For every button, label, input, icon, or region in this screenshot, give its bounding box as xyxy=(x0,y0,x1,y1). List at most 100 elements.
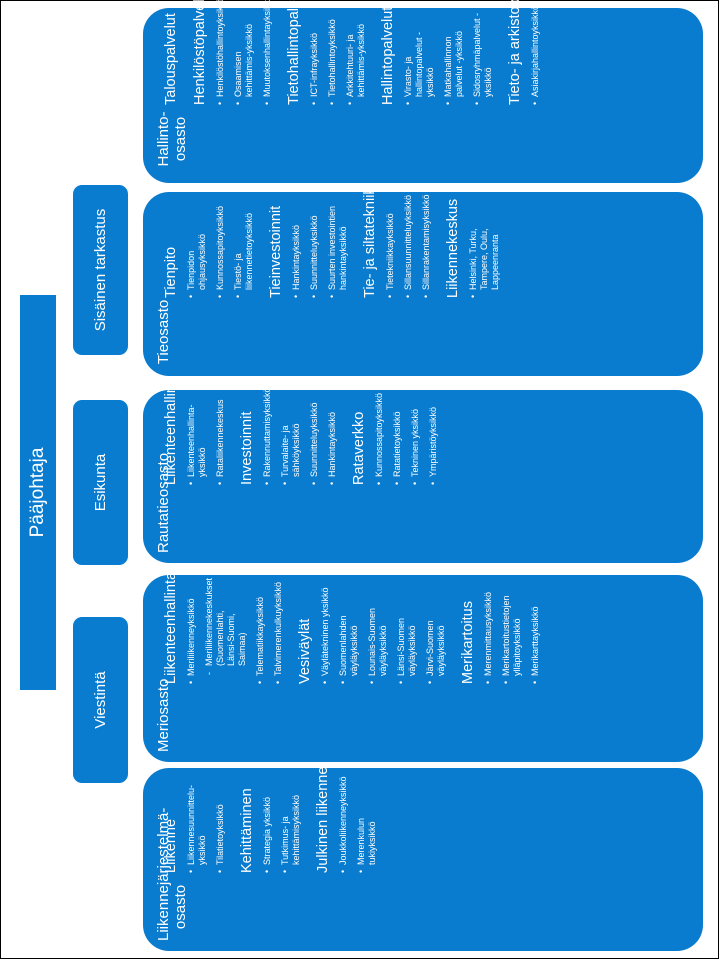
dept-title-column: Tieosasto xyxy=(151,298,703,366)
dept-title: Tieosasto xyxy=(155,299,172,365)
dept-sections: Liikenteenhallinta Meriliikenneyksikkö Mer… xyxy=(151,571,691,684)
list-item: Osaamisen kehittämis-yksikkö xyxy=(233,7,255,105)
list-item: Strategia yksikkö xyxy=(262,775,273,873)
list-item: ICT-infrayksikkö xyxy=(309,7,320,105)
list-item: Järvi-Suomen väyläyksikkö xyxy=(425,586,447,684)
dept-title: Meriosasto xyxy=(155,678,172,752)
list-item: Väylätekninen yksikkö xyxy=(320,586,331,684)
list-item: Kunnossapitoyksikkö xyxy=(215,200,226,298)
list-item: Tekninen yksikkö xyxy=(410,387,421,485)
list-item: Helsinki, Turku, Tampere, Oulu, Lappeenr… xyxy=(468,200,501,298)
list-item: Tiestö- ja liikennetietoyksikkö xyxy=(233,200,255,298)
section-1: Henkilöstöpalvelut Henkilöstöhallintoyksi… xyxy=(192,0,280,105)
director-box: Pääjohtaja xyxy=(20,295,56,690)
list-item: Merenmittausyksikkö xyxy=(483,586,494,684)
list-item: Länsi-Suomen väyläyksikkö xyxy=(396,586,418,684)
list-item: Virasto- ja hallintopalvelut -yksikkö xyxy=(403,7,436,105)
dept-title: Liikennejärjestelmä-osasto xyxy=(155,807,189,941)
list-item: Merenkulun tukiyksikkö xyxy=(356,775,378,873)
dept-title: Hallinto-osasto xyxy=(155,111,189,167)
section-heading: Kehittäminen xyxy=(239,788,255,873)
section-4: Tieto- ja arkistopalvelut Asiakirjahallin… xyxy=(507,0,548,105)
list-item: Tilatietoyksikkö xyxy=(215,775,226,873)
dept-liikennejarjestelma: Liikennejärjestelmä-osastoLiikenneLiiken… xyxy=(143,766,703,951)
section-heading: Rataverkko xyxy=(351,411,367,485)
section-2: Tie- ja siltatekniikkaTietekniikkayksikk… xyxy=(362,172,439,298)
dept-hallinto-osasto: Hallinto-osasto Talouspalvelut Henkilöstöp… xyxy=(143,0,703,183)
list-item: Lounais-Suomen väyläyksikkö xyxy=(367,586,389,684)
section-0: Talouspalvelut xyxy=(163,7,186,105)
section-2: Julkinen liikenneJoukkoliikenneyksikköMe… xyxy=(315,766,385,873)
section-heading: Tietohallintopalvelut xyxy=(286,0,302,105)
section-heading: Merikartoitus xyxy=(460,601,476,684)
dept-title-column: Meriosasto xyxy=(151,678,703,752)
list-item: Sidosryhmäpalvelut -yksikkö xyxy=(472,7,494,105)
section-heading: Hallintopalvelut xyxy=(380,6,396,105)
list-item: Tutkimus- ja kehittämisyksikkö xyxy=(280,775,302,873)
section-2: Rataverkko Kunnossapitoyksikkö Ratatietoyk… xyxy=(351,387,446,485)
list-item: Tietohallintoyksikkö xyxy=(327,7,338,105)
dept-content: Liikennejärjestelmä-osastoLiikenneLiiken… xyxy=(143,766,703,951)
section-heading: Liikennekeskus xyxy=(445,198,461,298)
list-item: Liikennesuunnittelu-yksikkö xyxy=(186,775,208,873)
section-heading: Tieinvestoinnit xyxy=(268,205,284,298)
dept-content: Hallinto-osasto Talouspalvelut Henkilöstöp… xyxy=(143,0,703,183)
section-1: Kehittäminen Strategia yksikkö Tutkimus- j… xyxy=(239,775,309,873)
dept-title: Rautatieosasto xyxy=(155,452,172,553)
dept-content: RautatieosastoLiikenteenhallintaLiikente… xyxy=(143,373,703,563)
list-item: Liikenteenhallinta-yksikkö xyxy=(186,387,208,485)
section-1: Tieinvestoinnit Hankintayksikkö Suunnittel… xyxy=(268,200,356,298)
section-2: Tietohallintopalvelut ICT-infrayksikkö Tie… xyxy=(286,0,374,105)
section-heading: Julkinen liikenne xyxy=(315,766,331,873)
list-item: Ratatietoyksikkö xyxy=(392,387,403,485)
section-heading: Liikenne xyxy=(163,818,179,873)
list-item: Kunnossapitoyksikkö xyxy=(374,387,385,485)
list-item: Telematiikkayksikkö xyxy=(255,586,266,684)
dept-title-column: Hallinto-osasto xyxy=(151,105,703,173)
list-item: Henkilöstöhallintoyksikkö xyxy=(215,0,226,105)
list-item: Rakennuttamisyksikkö xyxy=(262,387,273,485)
dept-rautatieosasto: RautatieosastoLiikenteenhallintaLiikente… xyxy=(143,373,703,563)
list-item: Tienpidon ohjausyksikkö xyxy=(186,200,208,298)
unit-label: Esikunta xyxy=(92,453,109,512)
list-item: Matkahallinnon palvelut -yksikkö xyxy=(443,7,465,105)
list-item: Suunnitteluyksikkö xyxy=(309,200,320,298)
list-item: Asiakirjahallintoyksikkö xyxy=(530,5,541,105)
section-0: Liikenne Liikennesuunnittelu-yksikkö Tilat… xyxy=(163,775,233,873)
unit-esikunta: Esikunta xyxy=(73,400,128,565)
section-heading: Tienpito xyxy=(163,246,179,298)
section-heading: Liikenteenhallinta xyxy=(163,571,179,684)
dept-sections: TalouspalvelutHenkilöstöpalvelutHenkilös… xyxy=(151,0,691,105)
list-item: Ympäristöyksikkö xyxy=(428,387,439,485)
section-0: Tienpito Tienpidon ohjausyksikkö Kunnossap… xyxy=(163,200,262,298)
section-heading: Tieto- ja arkistopalvelut xyxy=(507,0,523,105)
dept-title-column: Rautatieosasto xyxy=(151,452,703,553)
list-item: Arkkitehtuuri- ja kehittämis-yksikkö xyxy=(345,7,367,105)
list-item: Suurten investointien hankintayksikkö xyxy=(327,200,349,298)
list-item: Sillanrakentamisyksikkö xyxy=(421,194,432,298)
list-item: Meriliikenneyksikkö xyxy=(186,586,197,684)
dept-sections: LiikenteenhallintaLiikenteenhallinta-yks… xyxy=(151,373,691,485)
section-heading: Henkilöstöpalvelut xyxy=(192,0,208,105)
dept-sections: Tienpito Tienpidon ohjausyksikkö Kunnossap… xyxy=(151,172,691,298)
list-item: Sillansuunnitteluyksikkö xyxy=(403,195,414,298)
unit-sisainen-tarkastus: Sisäinen tarkastus xyxy=(73,185,128,355)
list-item: Suomenlahden väyläyksikkö xyxy=(338,586,360,684)
list-item: Suunnitteluyksikkö xyxy=(309,387,320,485)
section-3: Hallintopalvelut Virasto- ja hallintopalv… xyxy=(380,7,501,105)
unit-label: Sisäinen tarkastus xyxy=(92,208,109,332)
section-heading: Talouspalvelut xyxy=(163,13,179,105)
list-item: Hankintayksikkö xyxy=(327,387,338,485)
section-2: MerikartoitusMerenmittausyksikköMerikart… xyxy=(460,586,548,684)
director-label: Pääjohtaja xyxy=(27,447,48,538)
section-1: VesiväylätVäylätekninen yksikköSuomenlah… xyxy=(297,586,454,684)
unit-label: Viestintä xyxy=(92,671,109,729)
section-0: LiikenteenhallintaMeriliikenneyksikköMer… xyxy=(163,571,291,684)
section-1: InvestoinnitRakennuttamisyksikköTurvalai… xyxy=(239,387,345,485)
list-item: Tietekniikkayksikkö xyxy=(385,200,396,298)
list-item: Hankintayksikkö xyxy=(291,200,302,298)
list-item: Muutoksenhallintayksikkö xyxy=(262,0,273,105)
